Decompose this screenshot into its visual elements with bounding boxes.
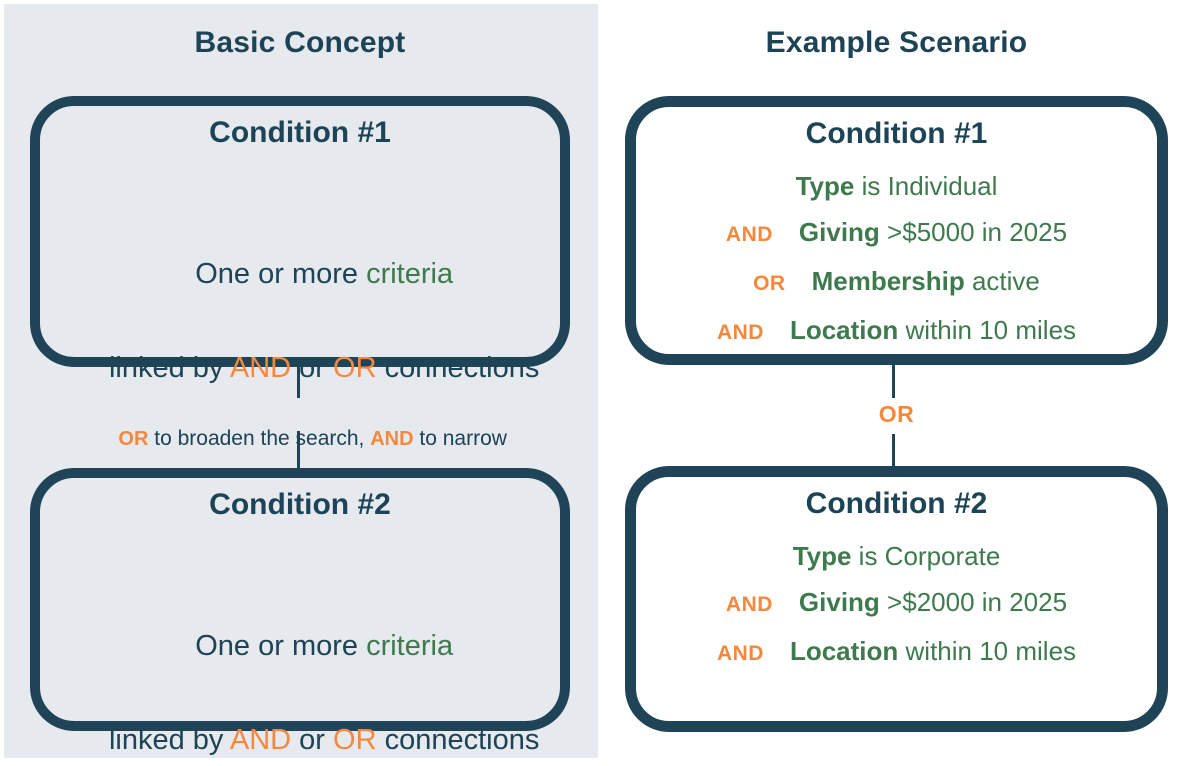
logic-operator-label: AND [716,321,764,344]
connector-note-text: to broaden the search, [148,427,371,450]
condition-1-heading: Condition #1 [805,117,988,150]
criteria-row: OR Membership active [636,258,1157,307]
connector-note-text: to narrow [413,427,507,450]
and-operator-label: AND [370,428,414,450]
and-operator-highlight: AND [229,724,292,756]
criterion-condition-text: within 10 miles [898,315,1077,345]
description-text: linked by [108,724,230,756]
criterion-field-name: Giving [798,587,880,617]
connector-line [297,431,300,468]
criterion-condition-text: is Corporate [851,541,1001,571]
or-operator-highlight: OR [333,352,377,384]
logic-operator-label: AND [716,642,764,665]
condition-1-heading: Condition #1 [209,116,391,149]
criterion-condition-text: is Individual [854,171,998,201]
or-connector-label: OR [878,401,915,427]
criterion-condition-text: active [964,266,1040,296]
basic-concept-panel-background [4,4,598,758]
basic-concept-title: Basic Concept [194,26,406,59]
logic-operator-label: AND [725,593,773,616]
description-text: linked by [108,352,230,384]
description-text: or [291,724,334,756]
example-scenario-title: Example Scenario [765,26,1028,59]
criteria-row: Type is Individual [636,163,1157,209]
basic-condition-1-box: Condition #1 One or more criteria linked… [30,96,570,384]
description-text: connections [376,724,540,756]
criteria-row: AND Location within 10 miles [636,307,1157,356]
and-operator-highlight: AND [229,352,292,384]
connector-line [297,367,300,398]
or-operator-label: OR [118,428,149,450]
or-operator-highlight: OR [333,724,377,756]
logic-operator-label: AND [725,223,773,246]
criterion-field-name: Location [789,636,899,666]
criteria-row: AND Giving >$5000 in 2025 [636,209,1157,258]
criteria-row: Type is Corporate [636,533,1157,579]
condition-box-description: One or more criteria linked by AND or OR… [40,204,560,439]
connector-explanation: OR to broaden the search, AND to narrow [4,403,598,475]
criterion-field-name: Membership [811,266,965,296]
criterion-condition-text: >$5000 in 2025 [879,217,1068,247]
criterion-field-name: Location [789,315,899,345]
criterion-condition-text: >$2000 in 2025 [879,587,1068,617]
condition-box-description: One or more criteria linked by AND or OR… [40,576,560,766]
connector-line [892,365,895,398]
condition-2-heading: Condition #2 [209,488,391,521]
criteria-row: AND Giving >$2000 in 2025 [636,579,1157,628]
logic-operator-label: OR [753,272,786,295]
criterion-condition-text: within 10 miles [898,636,1077,666]
criterion-field-name: Type [795,171,855,201]
description-text: connections [376,352,540,384]
criterion-field-name: Giving [798,217,880,247]
description-text: One or more [195,258,367,290]
connector-line [892,434,895,466]
criterion-field-name: Type [792,541,852,571]
basic-condition-2-box: Condition #2 One or more criteria linked… [30,468,570,756]
criteria-highlight: criteria [366,258,454,290]
criteria-row: AND Location within 10 miles [636,628,1157,677]
criteria-highlight: criteria [366,630,454,662]
condition-2-heading: Condition #2 [805,487,988,520]
description-text: or [291,352,334,384]
description-text: One or more [195,630,367,662]
